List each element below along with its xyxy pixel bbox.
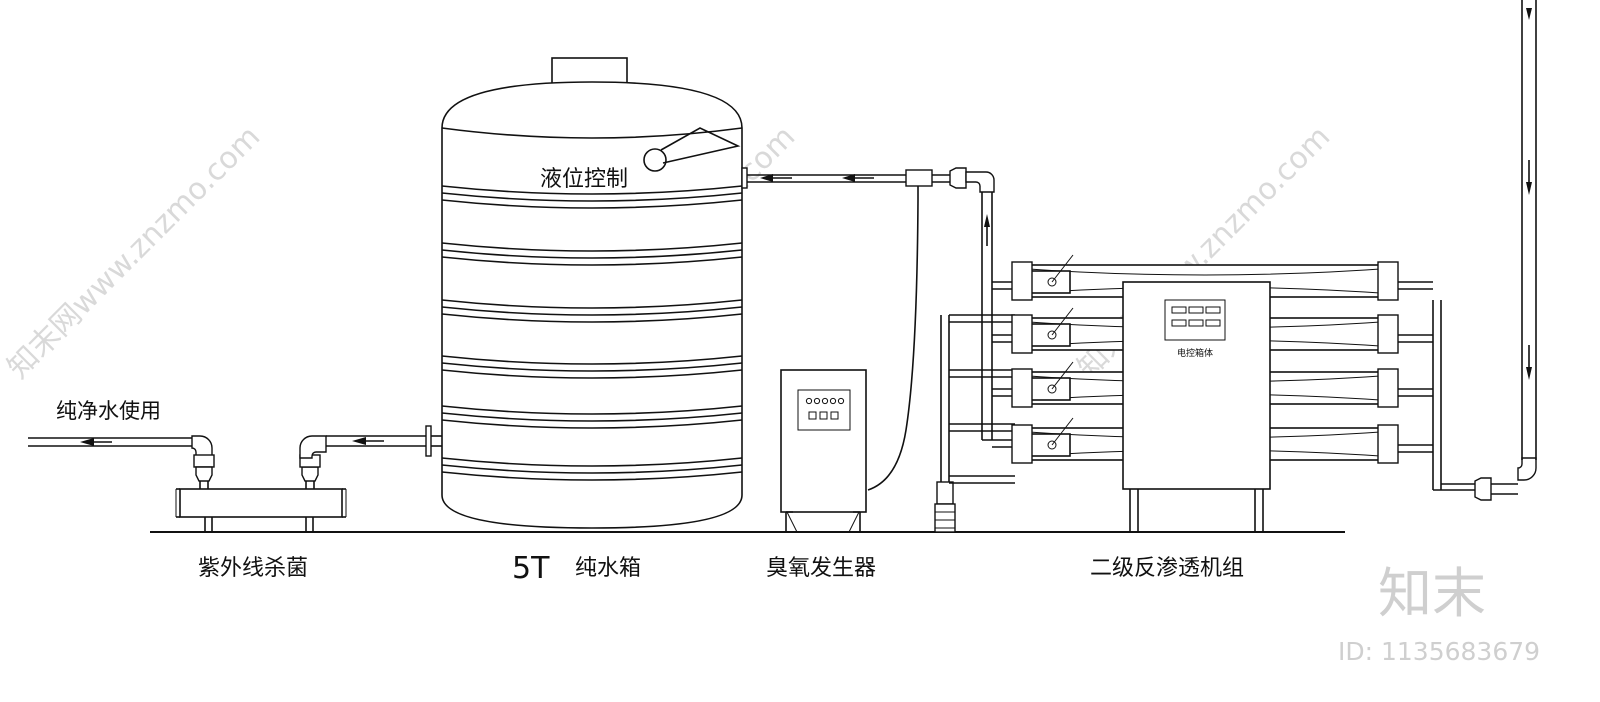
- level-sensor-icon: [643, 148, 667, 172]
- watermark-brand: 知末: [1378, 562, 1486, 625]
- outlet-pipe: [28, 435, 215, 489]
- uv-inlet-pipe: [299, 425, 442, 489]
- ro-outlet-pipe: [1433, 0, 1537, 501]
- watermark-site-1: 知末网www.znzmo.com: [1, 119, 267, 385]
- pure-water-use-label: 纯净水使用: [56, 399, 161, 423]
- ozone-generator: [780, 369, 867, 533]
- manifold-support: [934, 503, 956, 533]
- tank-capacity-label: 5T: [512, 551, 550, 586]
- ozone-generator-label: 臭氧发生器: [766, 556, 876, 581]
- control-box-label: 电控箱体: [1177, 347, 1213, 359]
- ro-unit-label: 二级反渗透机组: [1090, 556, 1244, 581]
- watermark-id: ID: 1135683679: [1338, 637, 1540, 666]
- tank-bands: [441, 185, 743, 481]
- pure-water-tank: [441, 57, 743, 529]
- tank-inlet-pipe: [741, 167, 995, 491]
- ro-membrane-rack: [934, 254, 1442, 533]
- tank-name-label: 纯水箱: [575, 556, 641, 581]
- ro-control-cabinet: 电控箱体: [1122, 281, 1271, 532]
- uv-sterilizer: [175, 488, 347, 532]
- level-control-label: 液位控制: [540, 167, 628, 192]
- uv-sterilizer-label: 紫外线杀菌: [198, 556, 308, 581]
